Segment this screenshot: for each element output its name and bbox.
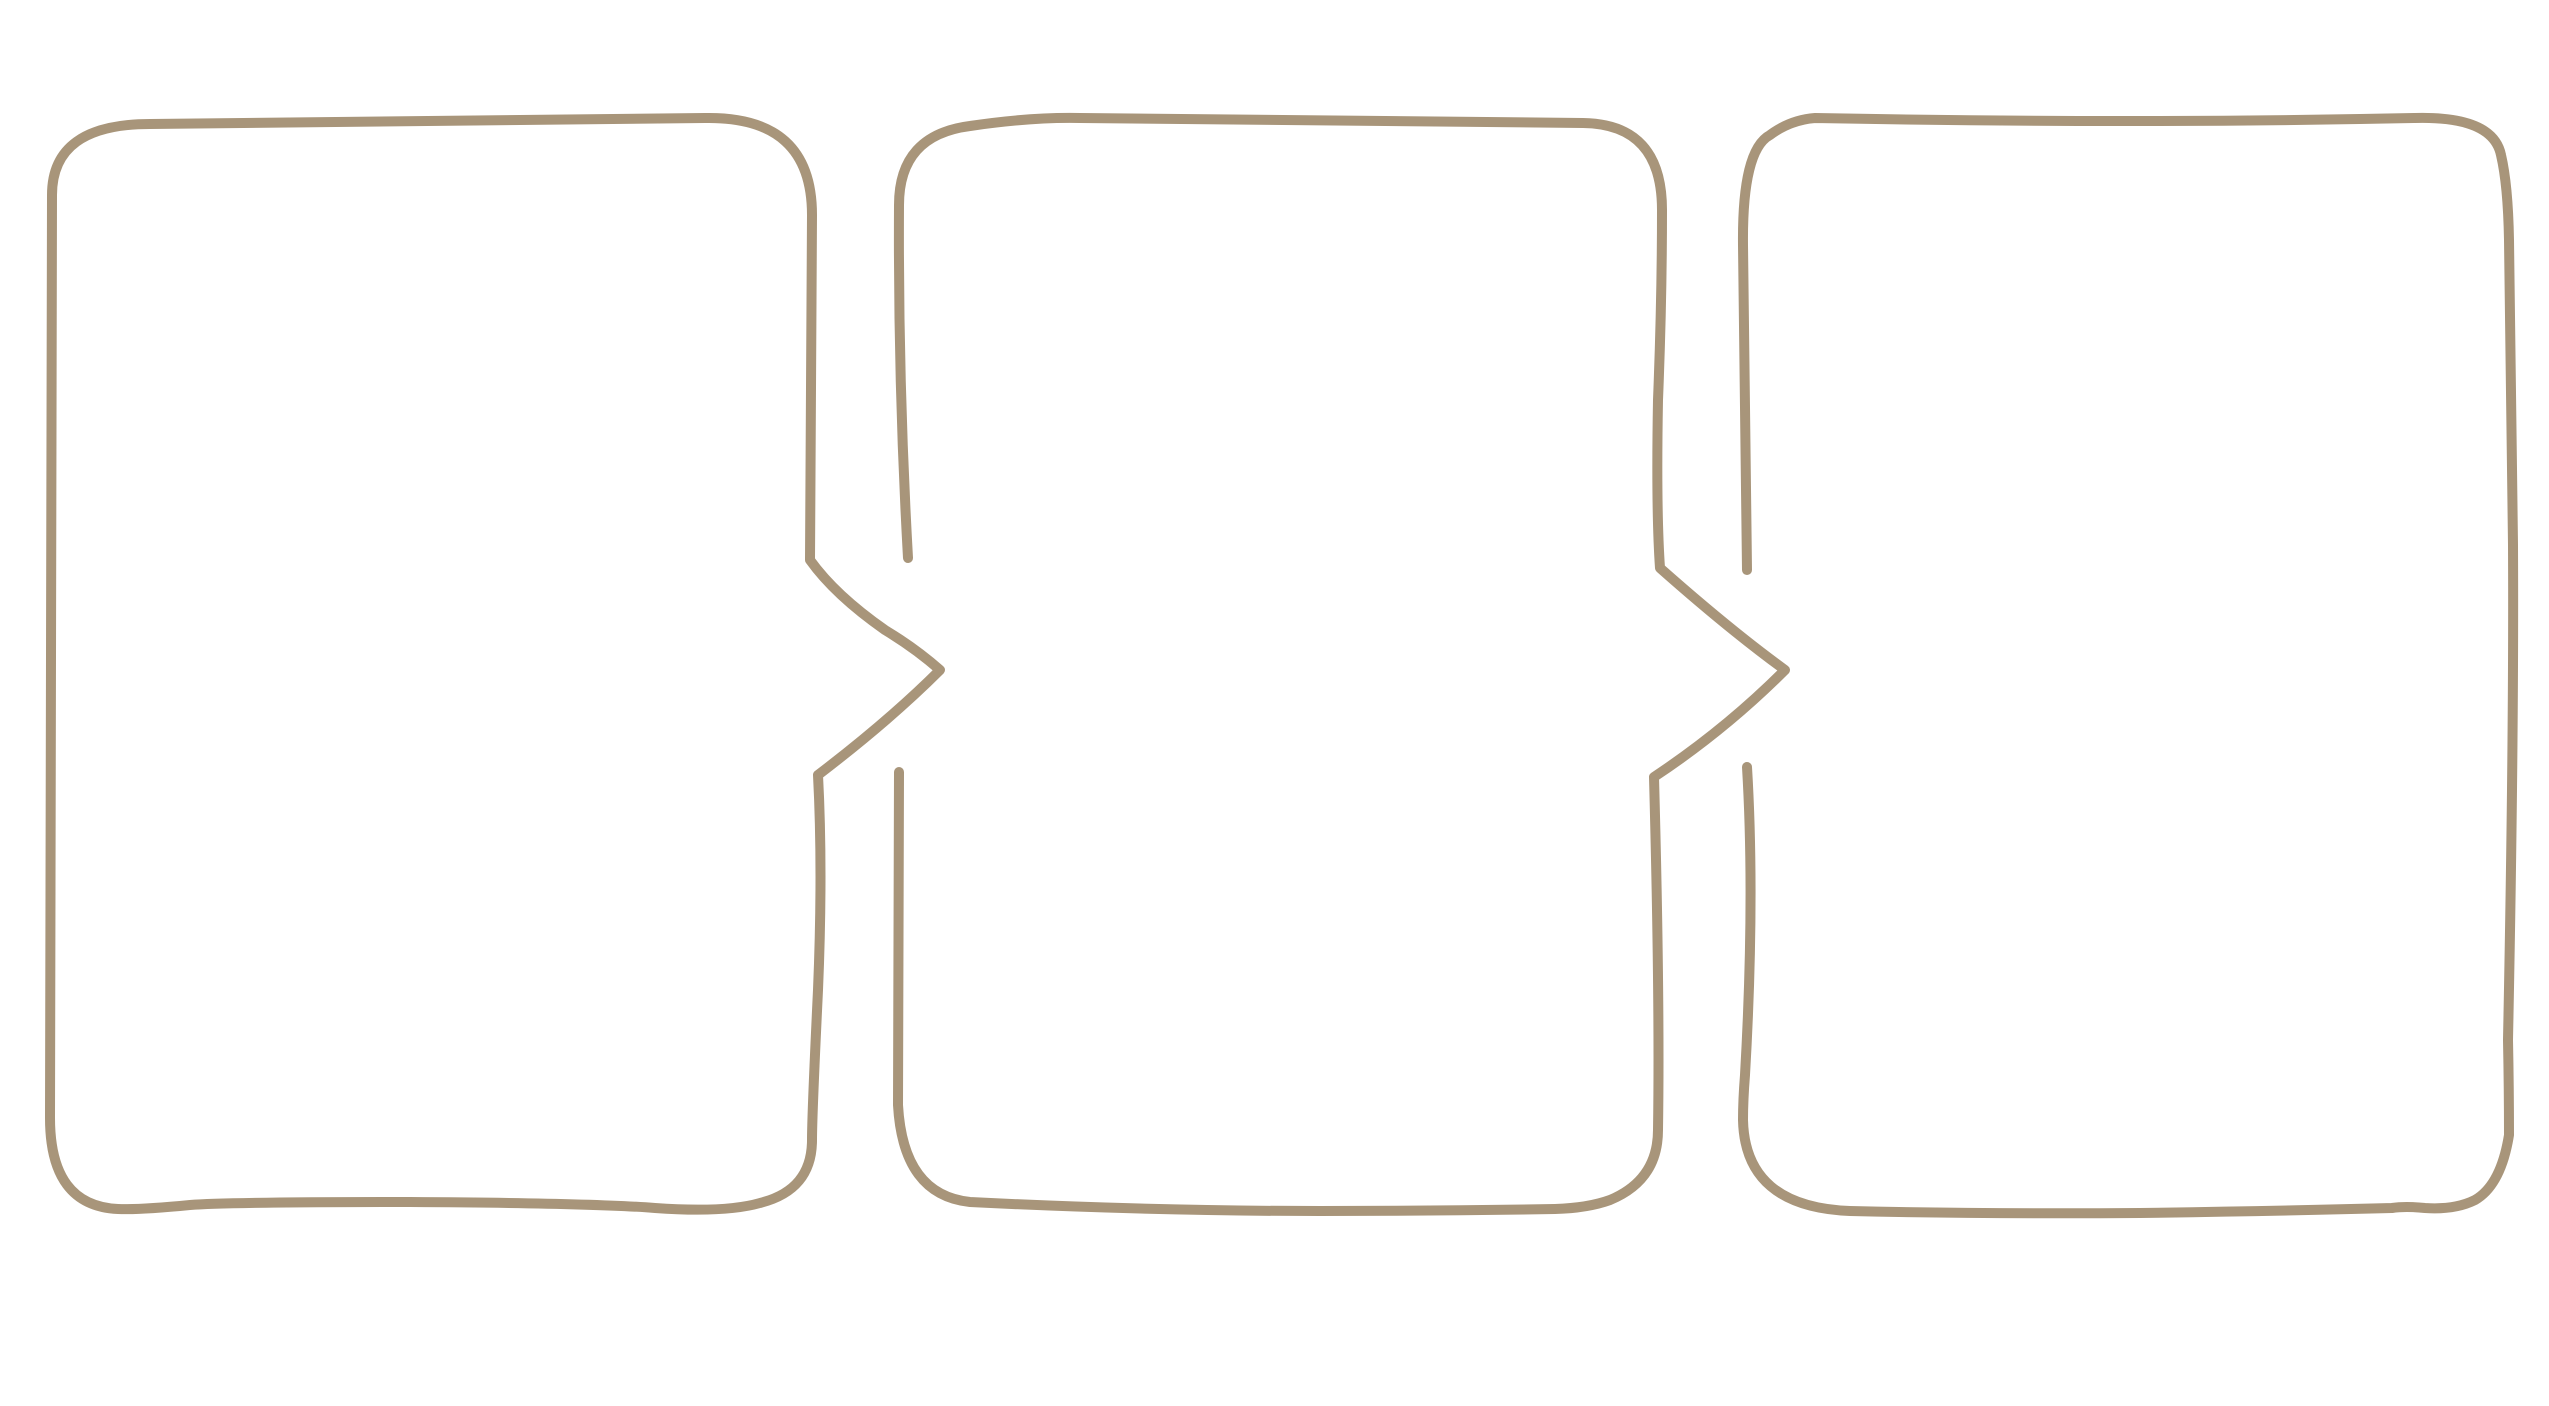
panel-2-outline [893,112,1790,1216]
panel-3-outline [1737,112,2519,1219]
panel-1-outline [45,112,945,1215]
